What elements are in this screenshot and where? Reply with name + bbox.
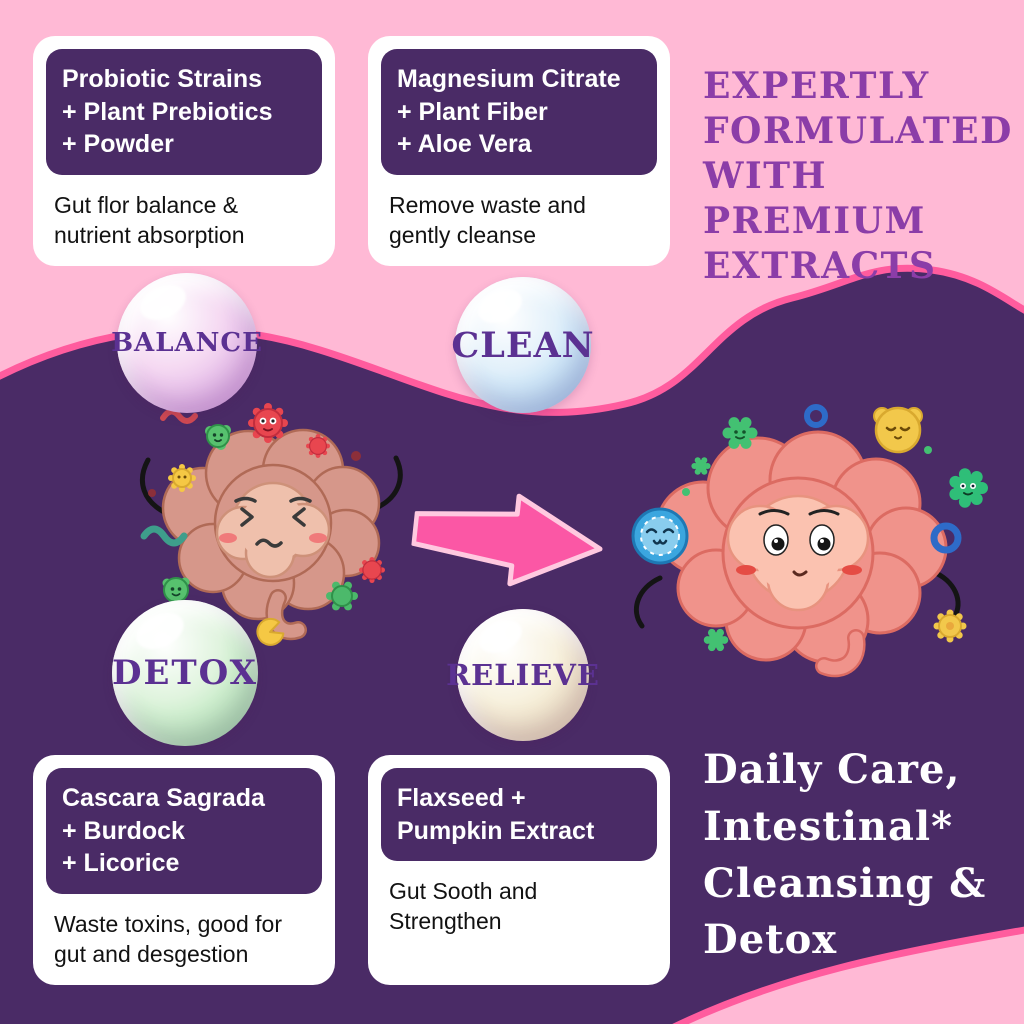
tagline-line: Intestinal*: [703, 802, 954, 850]
dark-red-dot: [351, 451, 361, 461]
card-header: Flaxseed + Pumpkin Extract: [381, 768, 657, 861]
tagline: Daily Care, Intestinal* Cleansing & Deto…: [703, 742, 1013, 969]
bubble-relieve-label: RELIEVE: [446, 658, 600, 692]
info-card-magnesium: Magnesium Citrate + Plant Fiber + Aloe V…: [368, 36, 670, 267]
blush: [219, 533, 237, 543]
card-header: Probiotic Strains + Plant Prebiotics + P…: [46, 49, 322, 175]
card-body: Gut flor balance & nutrient absorption: [54, 191, 245, 248]
pacman-germ-icon: [256, 617, 285, 646]
card-body: Gut Sooth and Strengthen: [389, 878, 538, 935]
headline-line: EXTRACTS: [703, 245, 937, 287]
blue-button-microbe-icon: [631, 507, 689, 565]
bubble-balance: BALANCE: [111, 273, 262, 413]
green-spiky-microbe-icon: [949, 468, 988, 508]
card-header: Magnesium Citrate + Plant Fiber + Aloe V…: [381, 49, 657, 175]
healthy-gut-illustration: [631, 404, 988, 678]
headline-line: FORMULATED: [703, 110, 1013, 152]
sick-gut-face: [234, 496, 312, 548]
bubble-balance-label: BALANCE: [111, 328, 263, 358]
green-flower-small-icon: [691, 457, 711, 475]
card-body: Waste toxins, good for gut and desgestio…: [54, 910, 282, 967]
yellow-bear-microbe-icon: [873, 406, 923, 454]
bubble-relieve: RELIEVE: [446, 609, 599, 741]
dark-red-dot: [148, 489, 156, 497]
green-flower-microbe-icon: [722, 417, 758, 449]
info-card-flaxseed: Flaxseed + Pumpkin Extract Gut Sooth and…: [368, 755, 670, 985]
red-worm-icon: [160, 408, 198, 424]
bubble-clean-label: CLEAN: [451, 324, 595, 366]
green-germ-icon: [205, 424, 231, 450]
tagline-line: Daily Care,: [703, 746, 961, 793]
yellow-gear-microbe-icon: [933, 609, 967, 643]
green-flower-bottom-icon: [703, 628, 729, 652]
bubble-detox-label: DETOX: [111, 653, 259, 693]
info-card-cascara: Cascara Sagrada + Burdock + Licorice Was…: [33, 755, 335, 986]
red-virus-small-icon: [306, 434, 330, 458]
tagline-line: Detox: [703, 916, 838, 964]
blue-ring-icon: [804, 404, 828, 428]
transform-arrow-icon: [411, 493, 603, 587]
tagline-line: Cleansing &: [703, 859, 987, 907]
yellow-germ-icon: [168, 464, 196, 492]
bubble-clean: CLEAN: [451, 277, 594, 413]
info-card-probiotic: Probiotic Strains + Plant Prebiotics + P…: [33, 36, 335, 267]
green-dot: [682, 488, 690, 496]
card-header: Cascara Sagrada + Burdock + Licorice: [46, 768, 322, 894]
red-virus-right-icon: [359, 557, 385, 583]
teal-worm-icon: [140, 525, 188, 547]
card-body: Remove waste and gently cleanse: [389, 191, 586, 248]
bubble-detox: DETOX: [112, 600, 258, 746]
green-spiky-germ-icon: [326, 581, 358, 611]
sick-gut-illustration: [139, 403, 403, 646]
healthy-gut-face: [736, 509, 862, 577]
blush: [309, 533, 327, 543]
headline-line: EXPERTLY: [703, 65, 930, 107]
headline-line: WITH PREMIUM: [703, 155, 926, 242]
headline: EXPERTLY FORMULATED WITH PREMIUM EXTRACT…: [703, 64, 1013, 289]
green-dot: [924, 446, 932, 454]
blue-ring-right-icon: [930, 522, 962, 554]
green-germ-bottom-icon: [162, 577, 190, 603]
sick-gut-arms: [139, 455, 403, 516]
red-virus-icon: [248, 403, 288, 443]
